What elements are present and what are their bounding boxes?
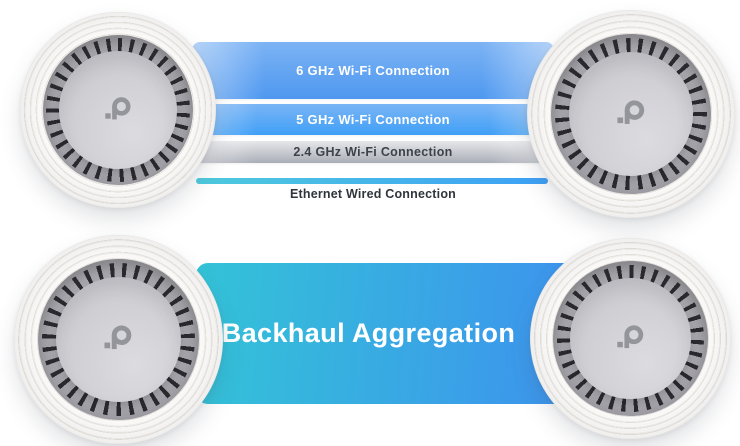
device-top-disc [55,276,182,403]
tp-link-logo-icon [104,325,132,350]
deco-unit-top-right [527,10,735,218]
tp-link-logo-icon [104,96,131,120]
deco-unit-bottom-left [14,235,223,444]
backhaul-aggregation-label: Backhaul Aggregation [221,318,516,348]
ethernet-line [196,178,548,184]
ethernet-label: Ethernet Wired Connection [289,187,456,201]
device-top-disc [568,51,694,177]
deco-unit-top-left [20,12,216,208]
device-top-disc [59,51,177,169]
band-5ghz-label: 5 GHz Wi-Fi Connection [296,112,450,127]
band-24ghz-label: 2.4 GHz Wi-Fi Connection [293,145,453,159]
tp-link-logo-icon [617,325,644,348]
band-5ghz: 5 GHz Wi-Fi Connection [192,104,554,135]
band-6ghz: 6 GHz Wi-Fi Connection [192,42,554,99]
tp-link-logo-icon [617,100,644,124]
device-top-disc [570,278,691,399]
deco-unit-bottom-right [530,238,731,439]
band-24ghz: 2.4 GHz Wi-Fi Connection [192,141,554,163]
band-6ghz-label: 6 GHz Wi-Fi Connection [296,63,450,78]
